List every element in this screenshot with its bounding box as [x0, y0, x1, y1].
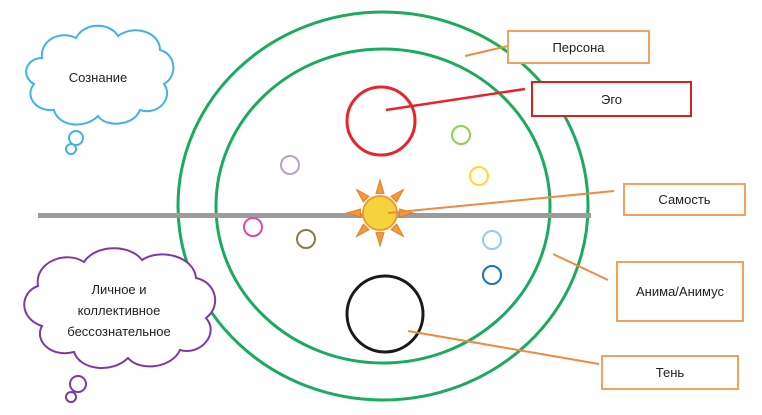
unconscious-text: Личное и коллективное бессознательное — [40, 279, 198, 342]
sun-ray — [355, 223, 370, 238]
ego-circle — [345, 85, 417, 157]
yellow-circle — [469, 166, 489, 186]
sun-ray — [355, 188, 370, 203]
persona-connector — [464, 45, 509, 57]
sun-ray — [390, 223, 405, 238]
anima-label: Анима/Анимус — [636, 284, 724, 299]
unconscious-line-3: бессознательное — [67, 324, 171, 339]
sun-ray — [375, 178, 385, 194]
unconscious-line-2: коллективное — [77, 303, 161, 318]
anima-label-box: Анима/Анимус — [616, 261, 744, 322]
persona-label-box: Персона — [507, 30, 650, 64]
shadow-label-box: Тень — [601, 355, 739, 390]
light-blue-circle — [482, 230, 502, 250]
consciousness-label: Сознание — [68, 70, 128, 85]
anima-connector — [552, 253, 609, 281]
sun-ray — [345, 208, 361, 218]
inner-ring — [214, 47, 552, 365]
persona-label: Персона — [552, 39, 605, 55]
self-label: Самость — [658, 192, 711, 207]
self-label-box: Самость — [623, 183, 746, 216]
ego-connector — [385, 87, 526, 112]
purple-circle — [280, 155, 300, 175]
conscious-divider-line — [38, 213, 591, 218]
unconscious-line-1: Личное и — [91, 282, 147, 297]
sun-ray — [375, 232, 385, 248]
shadow-label: Тень — [655, 365, 685, 380]
self-connector — [387, 190, 615, 214]
olive-circle — [296, 229, 316, 249]
sun-icon — [345, 178, 415, 248]
lime-green-circle — [451, 125, 471, 145]
shadow-circle — [345, 274, 425, 354]
ego-label: Эго — [600, 91, 623, 107]
consciousness-text: Сознание — [40, 67, 156, 88]
sun-ray — [390, 188, 405, 203]
shadow-connector — [407, 330, 600, 365]
dark-blue-circle — [482, 265, 502, 285]
ego-label-box: Эго — [531, 81, 692, 117]
consciousness-cloud — [25, 24, 175, 155]
pink-circle — [243, 217, 263, 237]
sun-rays — [345, 178, 415, 248]
outer-ring — [176, 10, 590, 402]
unconscious-cloud — [23, 247, 216, 403]
